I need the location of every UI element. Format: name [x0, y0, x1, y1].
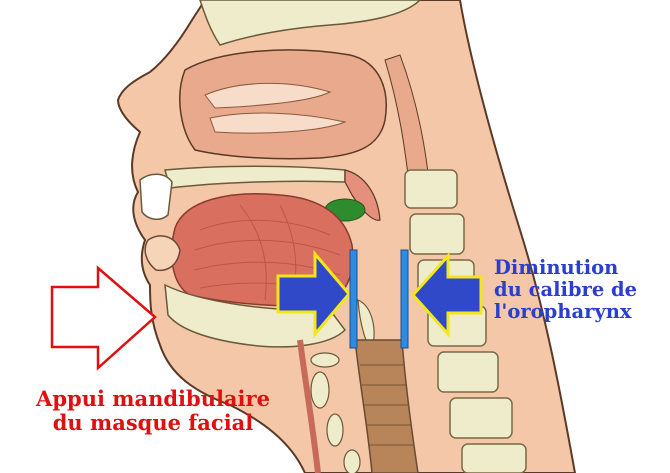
upper-teeth: [140, 174, 172, 219]
oropharynx-label-line: Diminution: [494, 257, 637, 279]
oropharynx-label: Diminution du calibre de l'oropharynx: [494, 257, 637, 322]
mandibular-label-line: Appui mandibulaire: [22, 387, 284, 411]
mask-pressure-arrow: [52, 268, 155, 368]
oropharynx-label-line: du calibre de: [494, 279, 637, 301]
mandibular-label-line: du masque facial: [22, 411, 284, 435]
airway-wall-marker-right: [401, 250, 408, 348]
nasal-cavity: [180, 50, 386, 159]
mandibular-label: Appui mandibulaire du masque facial: [22, 387, 284, 434]
oropharynx-label-line: l'oropharynx: [494, 301, 637, 323]
airway-wall-marker-left: [350, 250, 357, 348]
